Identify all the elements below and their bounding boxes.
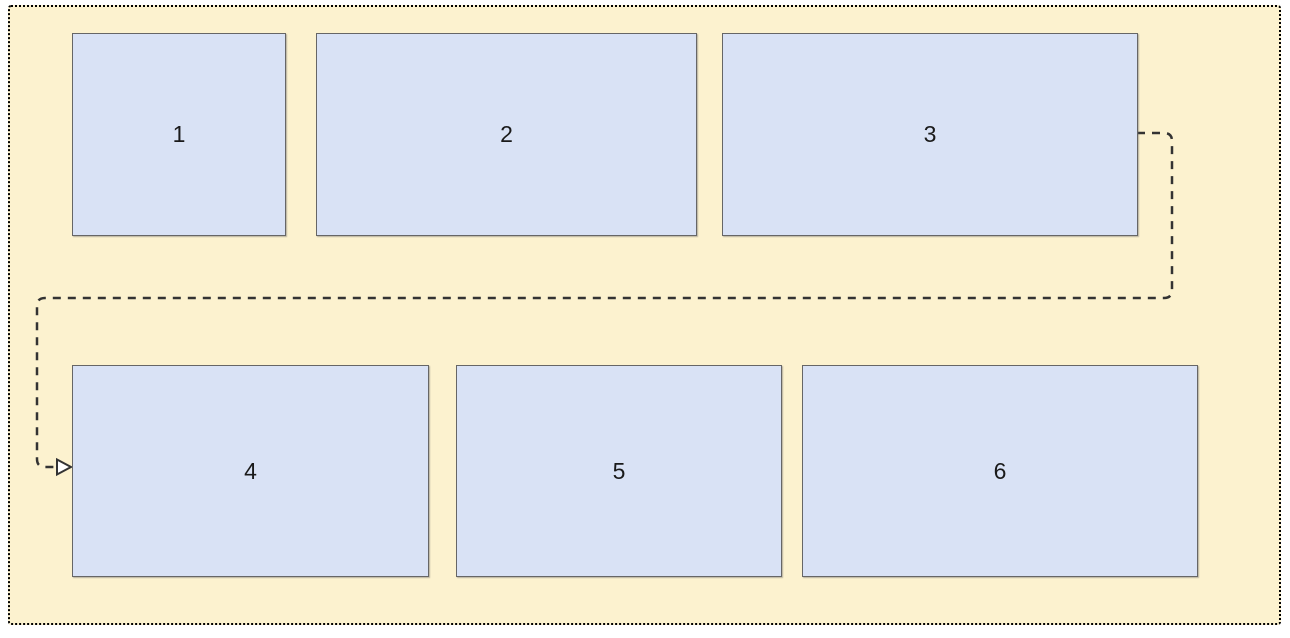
node-label: 3 xyxy=(923,121,937,147)
diagram-node-5: 5 xyxy=(456,365,782,577)
diagram-node-4: 4 xyxy=(72,365,429,577)
diagram-node-2: 2 xyxy=(316,33,697,236)
node-label: 2 xyxy=(500,121,513,147)
diagram-node-1: 1 xyxy=(72,33,286,236)
diagram-node-3: 3 xyxy=(722,33,1138,236)
diagram-node-6: 6 xyxy=(802,365,1198,577)
node-label: 4 xyxy=(244,457,257,484)
node-label: 6 xyxy=(993,457,1007,484)
node-label: 1 xyxy=(172,121,186,147)
node-label: 5 xyxy=(612,457,626,484)
